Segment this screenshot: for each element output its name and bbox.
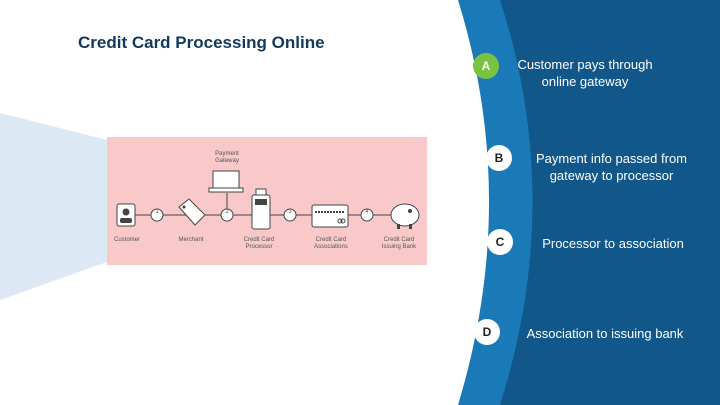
diagram-graphics — [116, 170, 420, 230]
step-badge-a: A — [473, 53, 499, 79]
node-label-associations: Credit Card Associations — [314, 237, 348, 250]
step-badge-c: C — [487, 229, 513, 255]
step-badge-d: D — [474, 319, 500, 345]
blue-panel-dark — [500, 0, 720, 405]
step-circle-3 — [283, 208, 297, 222]
credit-card-icon — [311, 204, 349, 228]
page-title: Credit Card Processing Online — [78, 33, 325, 52]
step-number-2: 2 — [225, 209, 229, 215]
customer-card-icon — [116, 203, 136, 227]
side-light-wedge — [0, 113, 107, 300]
step-circle-1 — [150, 208, 164, 222]
step-number-1: 1 — [155, 209, 159, 215]
price-tag-icon — [178, 198, 206, 226]
node-label-customer: Customer — [113, 237, 140, 243]
step-number-4: 4 — [365, 209, 369, 215]
node-label-issuing-bank: Credit Card Issuing Bank — [381, 237, 417, 250]
laptop-icon — [208, 170, 244, 193]
card-terminal-icon — [251, 188, 271, 230]
step-badge-b: B — [486, 145, 512, 171]
node-label-processor: Credit Card Processor — [243, 237, 275, 250]
step-circle-2 — [220, 208, 234, 222]
step-text-d: Association to issuing bank — [526, 326, 684, 341]
step-text-c: Processor to association — [542, 236, 684, 251]
piggy-bank-icon — [390, 203, 420, 229]
gateway-label: Payment Gateway — [215, 151, 239, 164]
payment-flow-diagram: 1 2 3 4 Payment Gateway Customer Merchan… — [107, 137, 427, 265]
step-circle-4 — [360, 208, 374, 222]
step-text-a: Customer pays through online gateway — [517, 57, 653, 89]
step-text-b: Payment info passed from gateway to proc… — [535, 151, 688, 183]
step-number-3: 3 — [288, 209, 292, 215]
node-label-merchant: Merchant — [178, 237, 204, 243]
